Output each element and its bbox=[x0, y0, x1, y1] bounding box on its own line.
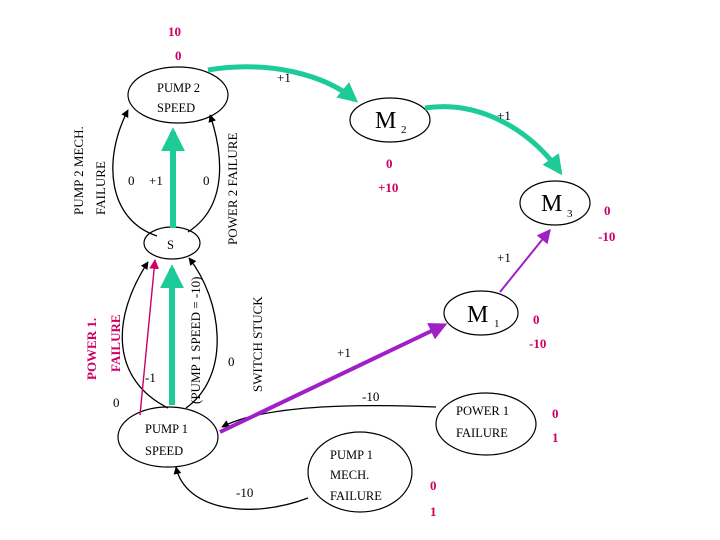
pump1-speed-eq-label: (PUMP 1 SPEED = -10) bbox=[188, 277, 203, 404]
label-minus1: -1 bbox=[145, 370, 156, 385]
pump2-speed-line1: PUMP 2 bbox=[157, 81, 200, 95]
top-value-10: 10 bbox=[168, 24, 181, 39]
label-m1-to-m3: +1 bbox=[497, 250, 511, 265]
power1-failure-line2: FAILURE bbox=[456, 426, 508, 440]
mech-to-pump1-edge bbox=[173, 466, 309, 510]
power1-label-2: FAILURE bbox=[108, 314, 123, 372]
label-right-zero: 0 bbox=[203, 173, 210, 188]
power1-label-1: POWER 1. bbox=[84, 318, 99, 380]
label-m2-zero: 0 bbox=[386, 156, 393, 171]
pump2-speed-line2: SPEED bbox=[157, 101, 195, 115]
m3-sub: 3 bbox=[567, 208, 573, 220]
switch-stuck-curve bbox=[185, 257, 218, 409]
m1-node bbox=[443, 290, 519, 336]
label-m2-to-m3: +1 bbox=[497, 108, 511, 123]
pump2-speed-node bbox=[127, 66, 229, 124]
s-label: S bbox=[167, 238, 174, 252]
pump2-mech-label-2: FAILURE bbox=[93, 161, 108, 215]
power1-value-0: 0 bbox=[552, 406, 559, 421]
pump1-speed-node bbox=[117, 406, 219, 468]
m2-sub: 2 bbox=[401, 124, 407, 136]
pump1-mech-line1: PUMP 1 bbox=[330, 448, 373, 462]
m1-to-m3-purple bbox=[499, 228, 551, 293]
label-m3-minus10: -10 bbox=[598, 229, 615, 244]
label-left-plus1: +1 bbox=[149, 173, 163, 188]
pump1-loop-curve bbox=[121, 261, 169, 409]
label-m1-minus10: -10 bbox=[529, 336, 546, 351]
pump1-to-m1-purple bbox=[219, 323, 448, 434]
label-switch-zero: 0 bbox=[228, 354, 235, 369]
label-m3-zero: 0 bbox=[604, 203, 611, 218]
label-mech-minus10: -10 bbox=[236, 485, 253, 500]
m3-label: M bbox=[541, 191, 562, 217]
pump2-to-m2-teal bbox=[207, 64, 359, 103]
power2-failure-label: POWER 2 FAILURE bbox=[225, 133, 240, 245]
m2-node bbox=[349, 97, 431, 143]
label-left-zero: 0 bbox=[128, 173, 135, 188]
power1-failure-node bbox=[435, 392, 537, 456]
pump2-mech-failure-curve bbox=[112, 109, 158, 237]
pump1-mech-line2: MECH. bbox=[330, 468, 369, 482]
label-power1-minus10: -10 bbox=[362, 389, 379, 404]
m2-label: M bbox=[375, 108, 396, 134]
power1-to-s-edge bbox=[139, 259, 160, 416]
m3-node bbox=[519, 180, 591, 226]
power2-failure-curve bbox=[187, 114, 221, 233]
switch-stuck-label: SWITCH STUCK bbox=[250, 296, 265, 392]
label-pump2-to-m2: +1 bbox=[277, 70, 291, 85]
pump1-mech-node bbox=[307, 431, 413, 513]
top-value-0: 0 bbox=[175, 48, 182, 63]
m1-label: M bbox=[467, 302, 488, 328]
m1-sub: 1 bbox=[494, 318, 500, 330]
pump2-mech-label-1: PUMP 2 MECH. bbox=[71, 126, 86, 215]
power1-to-pump1-edge bbox=[221, 404, 437, 428]
pump1-speed-line2: SPEED bbox=[145, 444, 183, 458]
power1-failure-line1: POWER 1 bbox=[456, 404, 509, 418]
label-pump1-to-m1: +1 bbox=[337, 345, 351, 360]
pump1-mech-line3: FAILURE bbox=[330, 489, 382, 503]
power1-value-1: 1 bbox=[552, 430, 559, 445]
mech-value-0: 0 bbox=[430, 478, 437, 493]
mech-value-1: 1 bbox=[430, 504, 437, 519]
pump1-speed-line1: PUMP 1 bbox=[145, 422, 188, 436]
label-bottom-left-zero: 0 bbox=[113, 395, 120, 410]
m2-to-m3-teal bbox=[424, 104, 563, 176]
label-m1-zero: 0 bbox=[533, 312, 540, 327]
label-m2-plus10: +10 bbox=[378, 180, 398, 195]
